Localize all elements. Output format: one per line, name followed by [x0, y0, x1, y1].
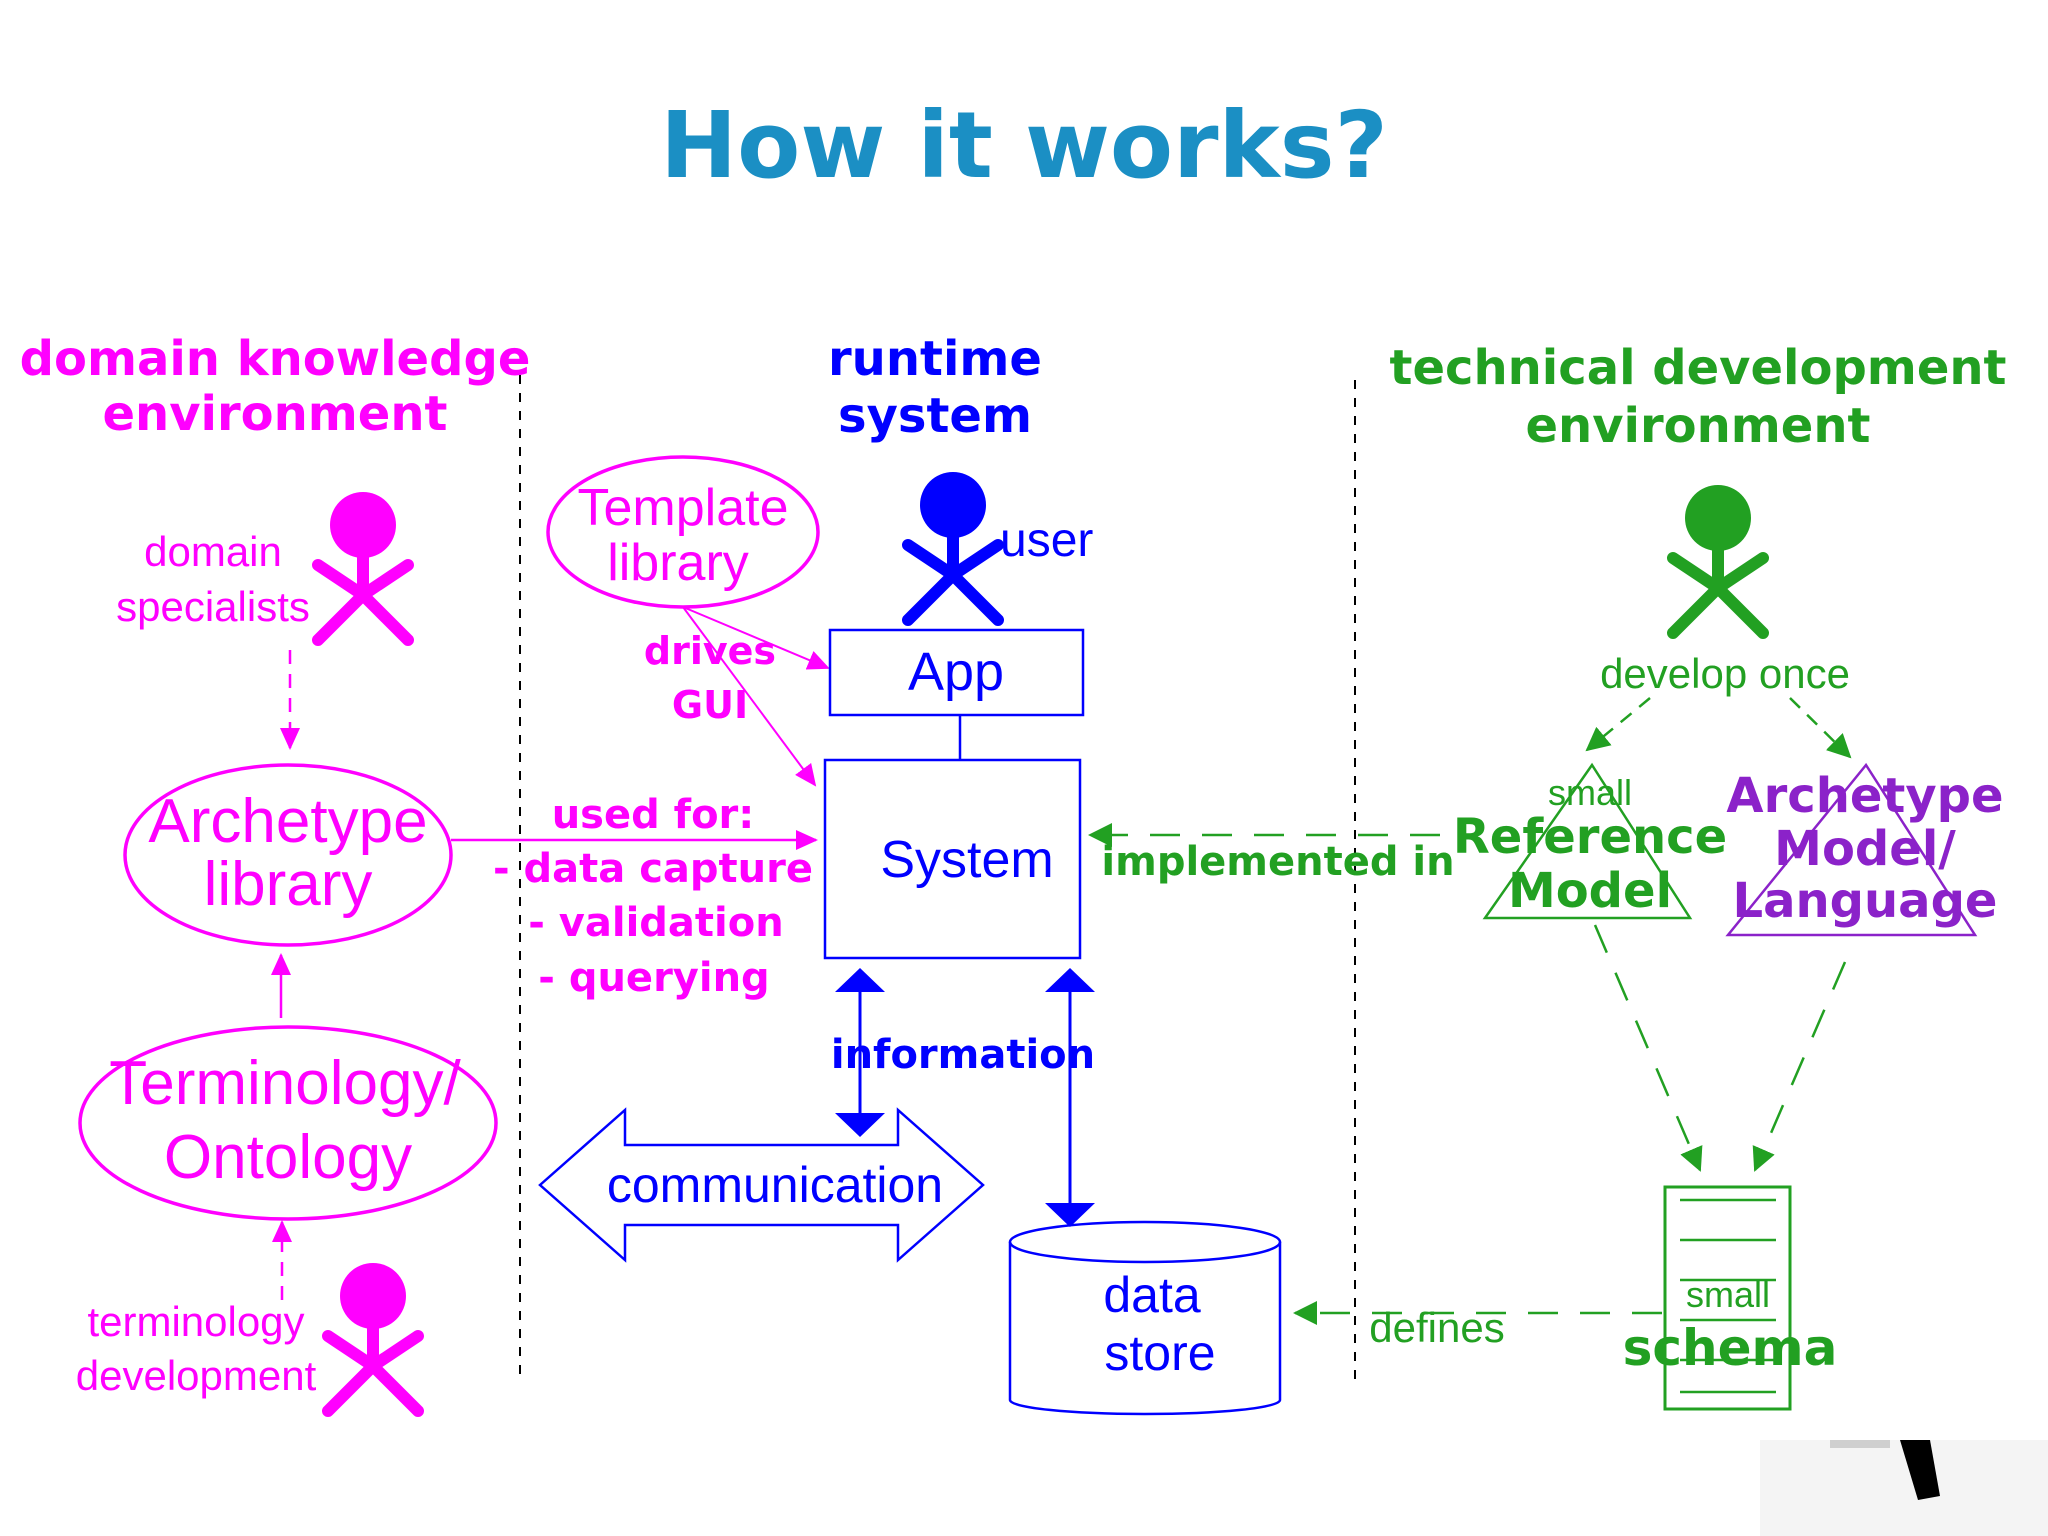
communication-label: communication [607, 1157, 943, 1213]
svg-text:Template: Template [578, 479, 789, 537]
runtime-heading: runtime system [828, 331, 1042, 444]
svg-text:drives: drives [644, 629, 776, 673]
svg-text:- validation: - validation [528, 900, 783, 946]
svg-text:store: store [1104, 1325, 1215, 1381]
domain-heading: domain knowledge environment [20, 331, 531, 442]
svg-text:Model/: Model/ [1774, 821, 1956, 877]
svg-text:runtime: runtime [828, 331, 1042, 387]
svg-text:development: development [76, 1352, 317, 1399]
svg-text:system: system [838, 388, 1032, 444]
app-box [828, 628, 1085, 717]
template-to-system-arrow [682, 606, 817, 787]
svg-text:Language: Language [1733, 873, 1998, 929]
template-to-app-arrow [682, 606, 830, 670]
template-library-label: Template library [578, 479, 789, 592]
svg-text:Reference: Reference [1453, 809, 1727, 865]
svg-text:domain: domain [144, 528, 282, 575]
defines-label: defines [1369, 1304, 1504, 1351]
schema-label: schema [1623, 1319, 1838, 1377]
svg-text:- data capture: - data capture [493, 846, 813, 892]
system-box [823, 758, 1082, 960]
used-for-label: used for: - data capture - validation - … [493, 792, 813, 1001]
reference-model-triangle [1482, 762, 1693, 920]
svg-text:GUI: GUI [672, 683, 748, 727]
information-label: information [831, 1032, 1095, 1078]
svg-text:Model: Model [1508, 863, 1672, 919]
communication-arrow [538, 1107, 985, 1263]
slide-title: How it works? [660, 92, 1388, 199]
person-icon [902, 472, 1004, 626]
schema-small-label: small [1686, 1274, 1770, 1315]
schema-document [1663, 1185, 1792, 1411]
svg-text:environment: environment [1526, 398, 1871, 454]
svg-text:Terminology/: Terminology/ [109, 1049, 461, 1118]
terminology-ontology-label: Terminology/ Ontology [109, 1049, 461, 1192]
corner-decoration [1760, 1440, 2048, 1536]
svg-text:library: library [204, 850, 373, 919]
terminology-development-label: terminology development [76, 1298, 317, 1399]
reference-model-small-label: small [1548, 772, 1632, 813]
svg-text:used for:: used for: [552, 792, 755, 838]
person-icon [1667, 485, 1769, 639]
svg-text:terminology: terminology [87, 1298, 304, 1345]
data-store-label: data store [1103, 1267, 1215, 1381]
svg-text:specialists: specialists [116, 583, 310, 630]
svg-text:data: data [1103, 1267, 1201, 1323]
domain-specialists-label: domain specialists [116, 528, 310, 630]
archetype-model-label: Archetype Model/ Language [1726, 768, 2003, 929]
system-label: System [880, 831, 1053, 889]
implemented-in-label: implemented in [1101, 839, 1454, 885]
am-to-schema-arrow [1752, 961, 1847, 1172]
technical-heading: technical development environment [1390, 340, 2007, 454]
rm-to-schema-arrow [1593, 924, 1703, 1172]
schema-document-lines [1680, 1198, 1776, 1394]
develop-to-am-arrow [1789, 697, 1852, 759]
svg-text:environment: environment [103, 386, 448, 442]
archetype-model-triangle [1725, 762, 1978, 937]
svg-text:- querying: - querying [538, 955, 769, 1001]
archetype-library-label: Archetype library [148, 787, 427, 919]
svg-text:Ontology: Ontology [164, 1123, 412, 1192]
develop-to-rm-arrow [1585, 697, 1651, 752]
user-label: user [1000, 514, 1093, 567]
svg-text:Archetype: Archetype [148, 787, 427, 856]
svg-text:library: library [607, 534, 749, 592]
develop-once-label: develop once [1600, 650, 1850, 697]
svg-text:domain knowledge: domain knowledge [20, 331, 531, 387]
person-icon [322, 1263, 424, 1417]
svg-text:Archetype: Archetype [1726, 768, 2003, 824]
reference-model-label: Reference Model [1453, 809, 1727, 919]
archetype-library-node [123, 763, 453, 947]
app-label: App [908, 642, 1004, 702]
drives-gui-label: drives GUI [644, 629, 776, 727]
data-store-cylinder [1008, 1220, 1282, 1416]
svg-text:technical development: technical development [1390, 340, 2007, 396]
terminology-ontology-node [78, 1025, 498, 1221]
person-icon [312, 492, 414, 646]
